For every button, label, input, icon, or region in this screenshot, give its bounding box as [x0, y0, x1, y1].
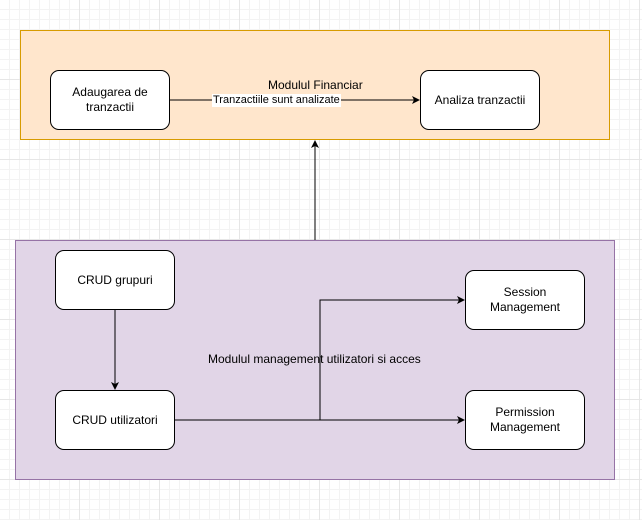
node-label: CRUD grupuri [77, 272, 153, 287]
node-session-management[interactable]: Session Management [465, 270, 585, 330]
financial-module-label: Modulul Financiar [268, 78, 363, 92]
user-management-module-label: Modulul management utilizatori si acces [208, 352, 421, 366]
edge-label-tranzactii: Tranzactiile sunt analizate [212, 94, 341, 107]
node-label: Session Management [489, 285, 561, 314]
node-label: CRUD utilizatori [72, 412, 158, 427]
node-label: Permission Management [489, 405, 561, 434]
node-crud-grupuri[interactable]: CRUD grupuri [55, 250, 175, 310]
node-adaugarea-tranzactii[interactable]: Adaugarea de tranzactii [50, 70, 170, 130]
node-label: Analiza tranzactii [434, 92, 526, 107]
node-label: Adaugarea de tranzactii [72, 85, 148, 114]
node-permission-management[interactable]: Permission Management [465, 390, 585, 450]
node-crud-utilizatori[interactable]: CRUD utilizatori [55, 390, 175, 450]
node-analiza-tranzactii[interactable]: Analiza tranzactii [420, 70, 540, 130]
